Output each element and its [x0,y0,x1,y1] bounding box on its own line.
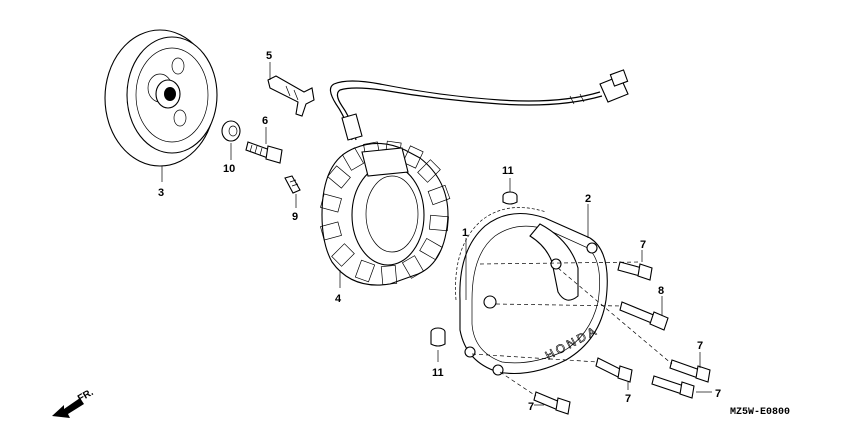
cover-bolt-8 [619,301,669,331]
cover-bolt-7-lower-middle [595,357,633,383]
callout-5: 5 [266,50,272,62]
callout-6: 6 [262,115,268,127]
callout-9: 9 [292,211,298,223]
cover-gasket [455,207,547,301]
callout-1: 1 [462,227,468,239]
stator-wire-harness [329,69,629,141]
callout-7d: 7 [625,393,631,405]
callout-7b: 7 [697,340,703,352]
callout-7a: 7 [640,239,646,251]
alternator-cover: HONDA [459,213,608,376]
cover-bolt-7-bottom [533,391,571,415]
cover-bolt-7-right [651,375,695,399]
washer [221,120,241,142]
stator-bolt [284,175,301,194]
dowel-pin-upper [502,191,518,205]
front-arrow-icon [52,398,84,418]
callout-7e: 7 [528,401,534,413]
callout-10: 10 [223,163,235,175]
callout-3: 3 [158,187,164,199]
diagram-code: MZ5W-E0800 [730,407,790,418]
front-label: FR. [76,387,96,405]
callout-11b: 11 [432,367,444,379]
cover-bolt-7-upper [617,261,653,281]
callout-7c: 7 [715,388,721,400]
stator-coil [320,140,451,286]
cover-bolt-7-middle [669,359,711,383]
flywheel-bolt [245,141,283,164]
callout-8: 8 [658,285,664,297]
callout-11a: 11 [502,165,514,177]
leader-lines [161,62,712,406]
callout-2: 2 [585,193,591,205]
dowel-pin-lower [430,327,446,347]
front-direction-indicator: FR. [52,387,96,418]
callout-4: 4 [335,293,342,305]
wire-clamp [267,75,315,117]
flywheel-rotor [104,29,218,167]
